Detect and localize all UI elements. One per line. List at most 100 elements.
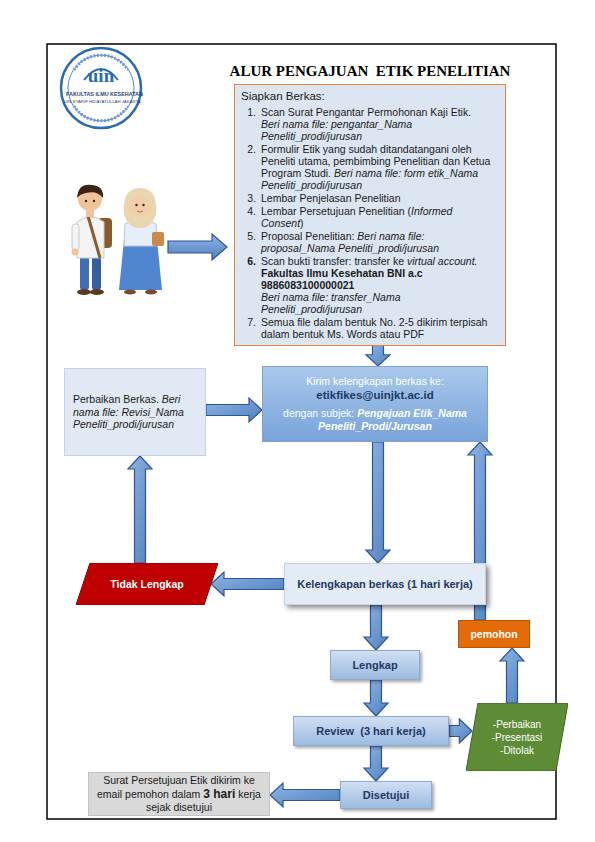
node-content: Disetujui xyxy=(341,789,431,801)
node-text: Proposal Penelitian: xyxy=(261,230,354,242)
block-arrow xyxy=(364,605,388,650)
node-text: Perbaikan Berkas. xyxy=(73,393,159,405)
students-illustration xyxy=(72,185,165,295)
node-text: Lembar Penjelasan Penelitian xyxy=(261,192,401,204)
boy-eye xyxy=(85,200,87,202)
node-text: Lembar Persetujuan Penelitian ( xyxy=(261,205,411,217)
process-box: pemohon xyxy=(458,620,530,648)
block-arrow xyxy=(366,346,390,366)
node-content: Kelengkapan berkas (1 hari kerja) xyxy=(285,578,485,590)
node-text: 1. xyxy=(247,106,256,118)
process-box: Disetujui xyxy=(340,781,432,809)
girl-shoe xyxy=(145,290,157,295)
item-number: 5. xyxy=(241,231,261,255)
list-item: 3. Lembar Penjelasan Penelitian xyxy=(241,193,497,205)
logo-inner-ring xyxy=(68,55,134,121)
block-arrow xyxy=(128,456,152,563)
node-text: Beri nama file: transfer_Nama Peneliti_p… xyxy=(261,291,403,315)
faculty-logo xyxy=(61,48,141,128)
node-content: pemohon xyxy=(459,628,529,640)
item-body: Lembar Persetujuan Penelitian (Informed … xyxy=(261,206,497,230)
girl-shoe xyxy=(124,290,136,295)
item-number: 3. xyxy=(241,193,261,205)
node-content: -Perbaikan -Presentasi -Ditolak xyxy=(478,718,556,757)
node-text: Lengkap xyxy=(352,659,397,671)
item-body: Lembar Penjelasan Penelitian xyxy=(261,193,497,205)
item-number: 1. xyxy=(241,107,261,143)
logo-text: FAKULTAS ILMU KESEHATAN xyxy=(66,92,136,97)
node-text: dengan subjek: xyxy=(283,407,354,419)
node-text: Disetujui xyxy=(363,789,409,801)
node-content: Kirim kelengkapan berkas ke: etikfikes@u… xyxy=(271,375,479,434)
node-content: Surat Persetujuan Etik dikirim ke email … xyxy=(95,774,263,814)
node-text: 3 hari xyxy=(203,787,235,801)
node-text: Semua file dalam bentuk No. 2-5 dikirim … xyxy=(261,316,490,340)
parallelogram-box: Tidak Lengkap xyxy=(76,563,218,605)
process-box: Kelengkapan berkas (1 hari kerja) xyxy=(284,563,486,605)
parallelogram-fill xyxy=(76,563,218,605)
node-text: 4. xyxy=(247,205,256,217)
girl-face xyxy=(131,196,149,216)
node-text: -Perbaikan xyxy=(478,718,556,731)
block-arrow xyxy=(500,648,524,703)
node-content: Perbaikan Berkas. Beri nama file: Revisi… xyxy=(73,393,197,431)
block-arrow xyxy=(270,783,340,807)
girl-hijab xyxy=(124,188,156,228)
item-body: Scan Surat Pengantar Permohonan Kaji Eti… xyxy=(261,107,497,143)
node-text: Beri nama file: pengantar_Nama Peneliti_… xyxy=(261,119,497,143)
node-text: Tidak Lengkap xyxy=(110,578,183,590)
node-text: pemohon xyxy=(470,628,517,640)
list-item: 1. Scan Surat Pengantar Permohonan Kaji E… xyxy=(241,107,497,143)
list-heading: Siapkan Berkas: xyxy=(241,90,497,103)
list-item: 2. Formulir Etik yang sudah ditandatangan… xyxy=(241,144,497,192)
process-box: Siapkan Berkas: 1. Scan Surat Pengantar Pe… xyxy=(234,84,506,346)
node-text: 3. xyxy=(247,192,256,204)
process-box: Kirim kelengkapan berkas ke: etikfikes@u… xyxy=(262,366,488,442)
logo-text: uin xyxy=(81,66,121,85)
block-arrow xyxy=(364,680,388,716)
node-text: etikfikes@uinjkt.ac.id xyxy=(271,388,479,402)
node-text: -Presentasi xyxy=(478,731,556,744)
node-text: Review (3 hari kerja) xyxy=(316,725,425,737)
boy-hair xyxy=(77,185,103,198)
boy-arm xyxy=(72,224,79,250)
item-body: Formulir Etik yang sudah ditandatangani … xyxy=(261,144,497,192)
node-text: ) xyxy=(300,217,304,229)
girl-mouth xyxy=(137,211,143,212)
boy-shoe xyxy=(77,289,91,295)
list-item: 6. Scan bukti transfer: transfer ke virtu… xyxy=(241,256,497,316)
list-item: 4. Lembar Persetujuan Penelitian (Informe… xyxy=(241,206,497,230)
parallelogram-fill xyxy=(466,703,568,771)
logo-ring xyxy=(61,48,141,128)
block-arrow xyxy=(211,572,284,596)
girl-eye xyxy=(135,204,137,206)
process-box: Perbaikan Berkas. Beri nama file: Revisi… xyxy=(64,368,206,456)
node-text: Scan bukti transfer: transfer ke xyxy=(261,255,404,267)
node-text: 6. xyxy=(247,255,256,267)
boy-leg xyxy=(80,256,89,290)
node-text: 2. xyxy=(247,143,256,155)
block-arrow xyxy=(206,398,262,422)
item-number: 2. xyxy=(241,144,261,192)
node-content: Tidak Lengkap xyxy=(88,578,206,590)
girl-bag xyxy=(152,232,164,246)
boy-eye xyxy=(93,200,95,202)
item-number: 7. xyxy=(241,317,261,341)
node-text: Kelengkapan berkas (1 hari kerja) xyxy=(297,578,472,590)
item-number: 6. xyxy=(241,256,261,316)
block-arrow xyxy=(449,719,472,743)
node-content: Lengkap xyxy=(331,659,419,671)
parallelogram-box: -Perbaikan -Presentasi -Ditolak xyxy=(466,703,568,771)
node-text: virtual account. xyxy=(407,255,478,267)
diagram-title: ALUR PENGAJUAN ETIK PENELITIAN xyxy=(215,63,525,80)
boy-hand xyxy=(72,249,79,256)
node-content: Siapkan Berkas: 1. Scan Surat Pengantar Pe… xyxy=(241,90,497,341)
process-box: Surat Persetujuan Etik dikirim ke email … xyxy=(88,772,270,816)
item-body: Semua file dalam bentuk No. 2-5 dikirim … xyxy=(261,317,497,341)
node-text: 7. xyxy=(247,316,256,328)
node-text: Fakultas Ilmu Kesehatan BNI a.c 98860831… xyxy=(261,268,497,292)
list-item: 5.Proposal Penelitian: Beri nama file: p… xyxy=(241,231,497,255)
item-body: Proposal Penelitian: Beri nama file: pro… xyxy=(261,231,497,255)
node-text: Scan Surat Pengantar Permohonan Kaji Eti… xyxy=(261,106,471,118)
node-content: Review (3 hari kerja) xyxy=(294,725,448,737)
